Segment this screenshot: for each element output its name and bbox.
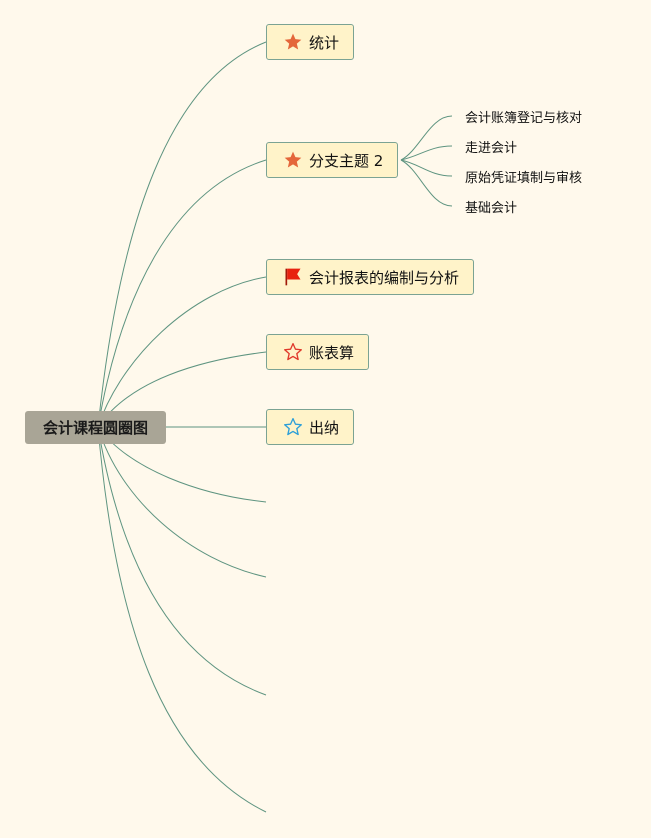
branch-topic-1[interactable]: 统计 [266,24,355,60]
branch-topic-5[interactable]: 出纳 [266,409,355,445]
connector-to-leaf-4 [400,159,453,207]
star-outline-red-icon [283,342,303,362]
connector-to-empty-branch-4 [97,426,267,813]
subtopic-3-label: 原始凭证填制与审核 [465,170,583,186]
red-flag-icon [283,267,303,287]
star-filled-orange-icon [283,150,303,170]
root-topic[interactable]: 会计课程圆圈图 [25,411,166,444]
subtopic-4-label: 基础会计 [465,200,518,216]
star-outline-blue-icon [283,417,303,437]
connector-to-empty-branch-3 [97,426,267,696]
subtopic-2[interactable]: 走进会计 [465,136,517,156]
subtopic-1-label: 会计账簿登记与核对 [465,110,583,126]
branch-topic-3[interactable]: 会计报表的编制与分析 [266,259,475,295]
connector-to-leaf-2 [400,145,453,161]
branch-topic-5-label: 出纳 [309,418,340,437]
branch-topic-3-label: 会计报表的编制与分析 [309,268,460,287]
connector-to-leaf-1 [400,115,453,161]
subtopic-1[interactable]: 会计账簿登记与核对 [465,106,582,126]
subtopic-2-label: 走进会计 [465,140,518,156]
branch-topic-1-label: 统计 [309,33,340,52]
connector-to-leaf-3 [400,159,453,177]
connector-to-branch-3 [97,276,267,428]
subtopic-3[interactable]: 原始凭证填制与审核 [465,166,582,186]
connector-to-empty-branch-2 [97,426,267,578]
star-filled-orange-icon [283,32,303,52]
connector-to-branch-2 [97,159,267,428]
branch-topic-4-label: 账表算 [309,343,355,362]
branch-topic-2[interactable]: 分支主题 2 [266,142,399,178]
branch-topic-4[interactable]: 账表算 [266,334,370,370]
connector-to-branch-1 [97,41,267,428]
root-topic-label: 会计课程圆圈图 [42,419,148,437]
subtopic-4[interactable]: 基础会计 [465,196,517,216]
connector-to-branch-4 [97,351,267,428]
branch-topic-2-label: 分支主题 2 [309,151,384,170]
